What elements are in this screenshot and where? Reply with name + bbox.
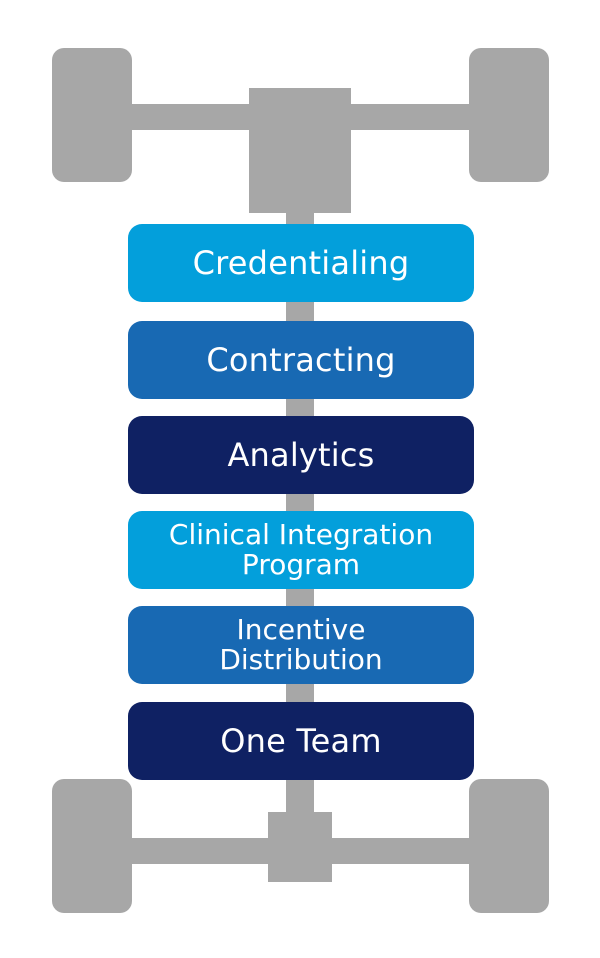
front-right-wheel	[469, 48, 549, 182]
block-label: Incentive Distribution	[219, 612, 383, 676]
block-one-team: One Team	[128, 702, 474, 780]
block-contracting: Contracting	[128, 321, 474, 399]
block-label: Analytics	[227, 435, 375, 474]
block-label: Credentialing	[192, 243, 410, 282]
rear-differential	[268, 812, 332, 882]
block-label: One Team	[220, 721, 382, 760]
block-label: Contracting	[206, 340, 396, 379]
rear-right-wheel	[469, 779, 549, 913]
rear-left-wheel	[52, 779, 132, 913]
block-label: Clinical Integration Program	[168, 517, 434, 581]
block-analytics: Analytics	[128, 416, 474, 494]
block-incentive-distribution: Incentive Distribution	[128, 606, 474, 684]
front-differential	[249, 88, 351, 213]
front-left-wheel	[52, 48, 132, 182]
block-credentialing: Credentialing	[128, 224, 474, 302]
block-clinical-integration-program: Clinical Integration Program	[128, 511, 474, 589]
